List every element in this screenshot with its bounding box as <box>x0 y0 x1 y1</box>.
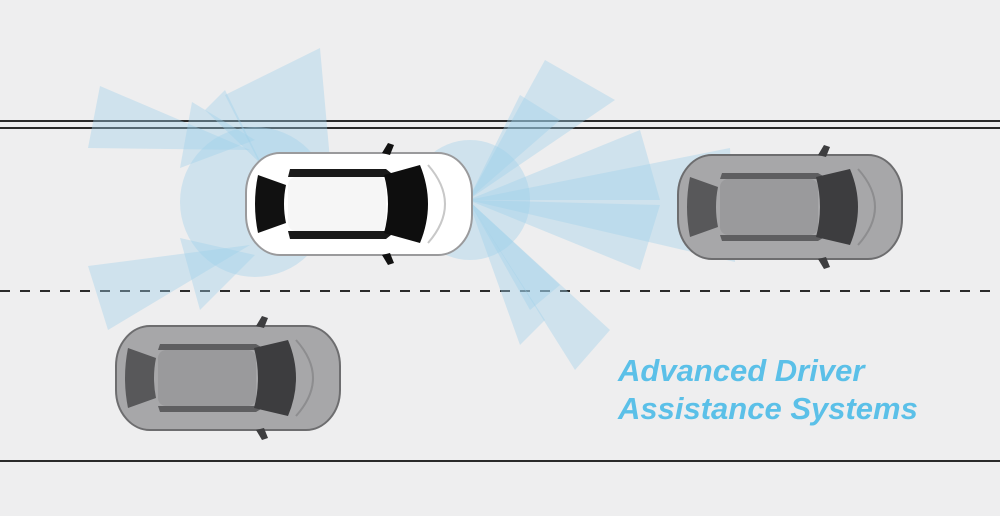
other-car-adjacent-lane <box>115 315 341 441</box>
caption-line-1: Advanced Driver <box>618 353 865 388</box>
road <box>0 120 1000 462</box>
caption-line-2: Assistance Systems <box>618 391 918 426</box>
other-car-front <box>677 144 903 270</box>
ego-car <box>245 143 473 265</box>
caption: Advanced Driver Assistance Systems <box>618 352 988 428</box>
